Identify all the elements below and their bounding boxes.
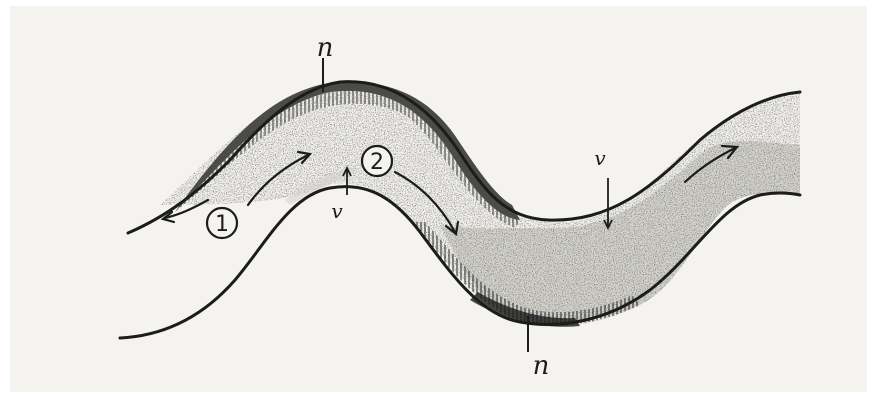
velocity-label-right: v [594,146,606,170]
zone-1-label: 1 [215,212,229,237]
channel-body [150,70,810,350]
zone-2-label: 2 [370,150,384,175]
section-label-bottom: n [533,351,550,381]
velocity-label-left: v [331,199,343,223]
section-label-top: n [317,33,334,63]
